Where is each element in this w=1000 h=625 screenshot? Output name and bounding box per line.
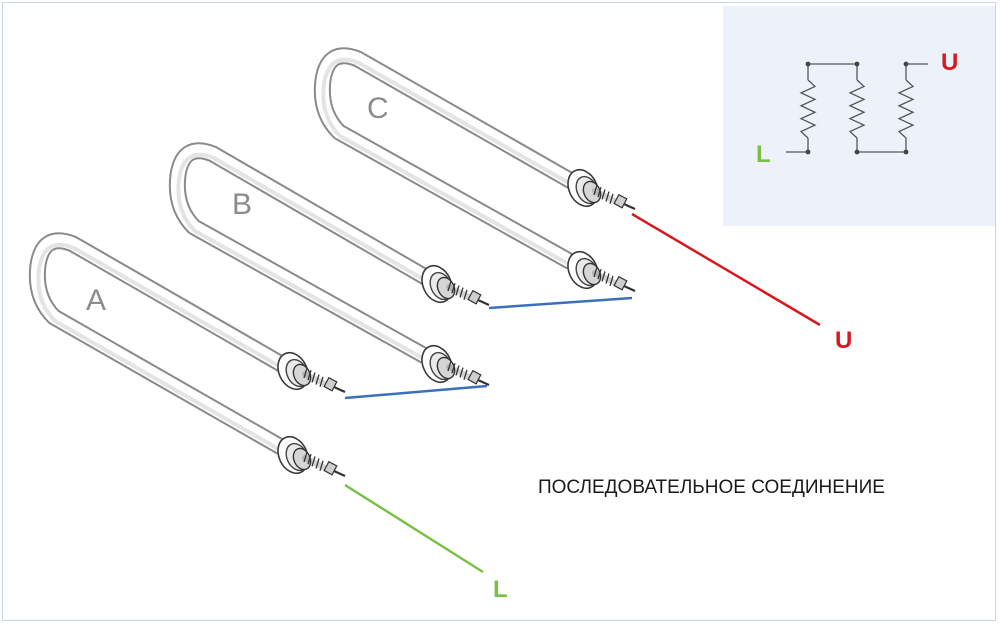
connection-caption: ПОСЛЕДОВАТЕЛЬНОЕ СОЕДИНЕНИЕ xyxy=(538,477,885,498)
element-label-a: A xyxy=(86,284,106,317)
heating-elements xyxy=(28,47,636,478)
schematic-background xyxy=(723,6,995,226)
schematic-inset: L U xyxy=(723,6,995,226)
live-wire xyxy=(344,483,484,574)
schematic-terminal-l: L xyxy=(756,141,771,168)
terminal-fitting xyxy=(567,250,636,293)
heating-element-a xyxy=(28,232,346,478)
terminal-fitting xyxy=(277,435,346,478)
terminal-fitting xyxy=(277,351,346,394)
heating-element-c xyxy=(313,47,636,293)
jumper-wire-a-b xyxy=(344,384,488,400)
terminal-fitting xyxy=(421,264,490,307)
live-wire-label: L xyxy=(493,576,508,603)
neutral-wire xyxy=(631,212,821,327)
element-label-c: C xyxy=(367,92,389,125)
neutral-wire-label: U xyxy=(835,327,852,354)
heating-element-b xyxy=(168,142,490,387)
schematic-terminal-u: U xyxy=(941,49,958,76)
terminal-fitting xyxy=(421,344,490,387)
schematic-wiring xyxy=(786,61,928,155)
jumper-wire-b-c xyxy=(488,296,633,310)
element-label-b: B xyxy=(232,188,252,221)
terminal-fitting xyxy=(567,168,636,211)
